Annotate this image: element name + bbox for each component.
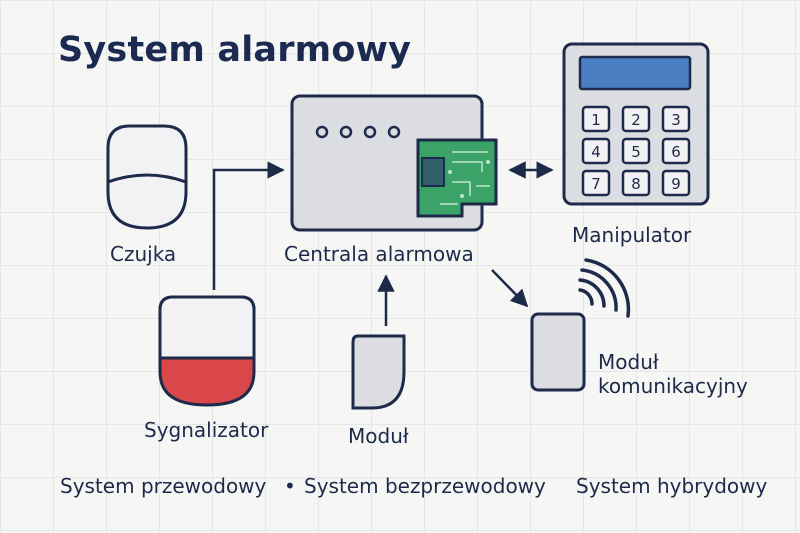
status-led-icon (387, 125, 401, 139)
keypad-key (661, 169, 691, 197)
keypad-keys: 1 2 3 4 5 6 7 8 9 (581, 105, 691, 197)
keypad-key-label: 8 (631, 175, 641, 193)
footer-separator: • (284, 474, 296, 498)
page-title: System alarmowy (58, 30, 412, 70)
keypad-key (621, 137, 651, 165)
keypad-key (621, 105, 651, 133)
keypad-key-label: 3 (671, 111, 681, 129)
keypad-key-label: 9 (671, 175, 681, 193)
keypad-key (661, 105, 691, 133)
comm-module-label-line1: Moduł (598, 350, 659, 374)
footer-wired: System przewodowy (60, 474, 267, 498)
panel-label: Centrala alarmowa (284, 242, 474, 266)
pir-sensor-icon (106, 124, 188, 230)
keypad-key-label: 1 (591, 111, 601, 129)
keypad-key (661, 137, 691, 165)
module-icon (351, 334, 406, 410)
sensor-label: Czujka (110, 242, 177, 266)
comm-module-label-line2: komunikacyjny (598, 374, 748, 398)
keypad-label: Manipulator (572, 223, 692, 247)
keypad-key-label: 4 (591, 143, 601, 161)
footer-hybrid: System hybrydowy (576, 474, 768, 498)
panel-to-comm-module-arrow (491, 269, 529, 308)
control-panel-icon (290, 94, 498, 232)
keypad-key-label: 7 (591, 175, 601, 193)
status-led-icon (363, 125, 377, 139)
status-led-icon (315, 125, 329, 139)
keypad-key-label: 6 (671, 143, 681, 161)
siren-label: Sygnalizator (144, 418, 269, 442)
footer-wireless: System bezprzewodowy (304, 474, 546, 498)
keypad-key (581, 169, 611, 197)
siren-to-panel-arrow (212, 161, 285, 290)
keypad-display (578, 55, 692, 91)
keypad-key-label: 2 (631, 111, 641, 129)
status-led-icon (339, 125, 353, 139)
circuit-board-icon (416, 138, 498, 218)
keypad-key (581, 137, 611, 165)
wireless-signal-icon (578, 258, 631, 318)
communication-module-icon (530, 312, 586, 392)
module-label: Moduł (348, 424, 409, 448)
keypad-key-label: 5 (631, 143, 641, 161)
siren-icon (158, 295, 256, 407)
keypad-key (621, 169, 651, 197)
keypad-key (581, 105, 611, 133)
